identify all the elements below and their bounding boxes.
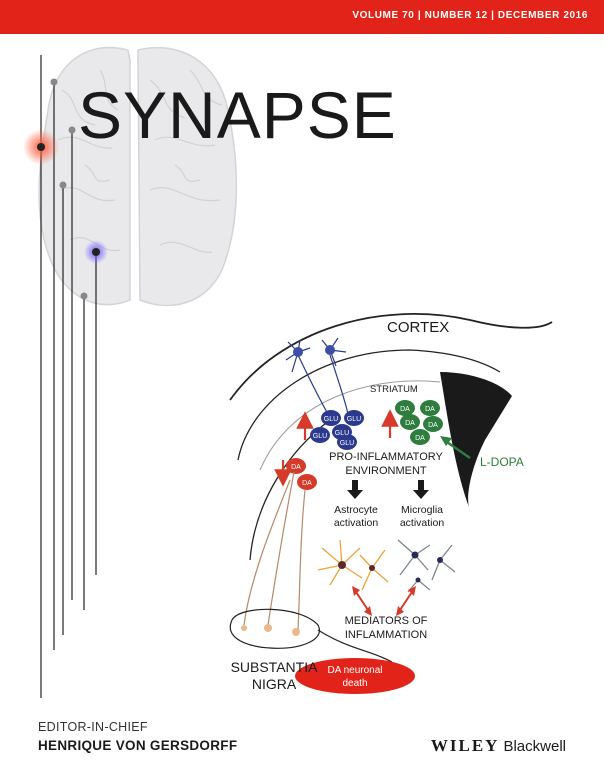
editor-in-chief-label: EDITOR-IN-CHIEF: [38, 720, 148, 734]
astrocyte-label-1: Astrocyte: [334, 504, 378, 516]
neuronal-death-label-2: death: [342, 678, 367, 689]
substantia-nigra-label-1: SUBSTANTIA: [231, 659, 319, 675]
activation-arrows: [347, 480, 429, 499]
glu-label: GLU: [335, 430, 349, 437]
astrocytes: [317, 539, 389, 591]
da-label: DA: [405, 420, 415, 427]
substantia-nigra-label-2: NIGRA: [252, 676, 297, 692]
header-bar: VOLUME 70 | NUMBER 12 | DECEMBER 2016: [0, 0, 604, 34]
ldopa-label: L-DOPA: [480, 455, 524, 469]
striatum-label: STRIATUM: [370, 384, 418, 395]
da-label: DA: [291, 464, 301, 471]
microglia-label-2: activation: [400, 517, 445, 529]
glu-label: GLU: [313, 433, 327, 440]
glu-cluster: GLU GLU GLU GLU GLU: [310, 410, 364, 450]
cortical-neurons: [285, 337, 349, 415]
issue-line: VOLUME 70 | NUMBER 12 | DECEMBER 2016: [352, 10, 588, 21]
environment-label-1: PRO-INFLAMMATORY: [329, 451, 443, 463]
astrocyte-label-2: activation: [334, 517, 379, 529]
da-label: DA: [302, 480, 312, 487]
publisher-blackwell: Blackwell: [503, 738, 566, 755]
glu-label: GLU: [347, 416, 361, 423]
da-label: DA: [400, 406, 410, 413]
da-cluster-red: DA DA: [286, 458, 317, 490]
mediators-label-1: MEDIATORS OF: [345, 615, 428, 627]
journal-title: SYNAPSE: [78, 78, 397, 152]
neuronal-death-label-1: DA neuronal: [327, 665, 382, 676]
environment-label-2: ENVIRONMENT: [345, 465, 427, 477]
mediators-label-2: INFLAMMATION: [345, 629, 427, 641]
glu-label: GLU: [340, 440, 354, 447]
nigrostriatal-axons: [243, 471, 306, 631]
brain-illustration: [38, 46, 238, 307]
nigral-neurons: [241, 624, 300, 636]
mediator-arrows: [355, 591, 413, 611]
da-cluster-green: DA DA DA DA DA: [395, 400, 443, 445]
electrode-lines: [40, 55, 97, 698]
increase-arrows: [274, 409, 399, 487]
da-label: DA: [415, 435, 425, 442]
da-label: DA: [428, 422, 438, 429]
publisher-wiley: WILEY: [430, 736, 500, 755]
microglia-label-1: Microglia: [401, 504, 443, 516]
editor-in-chief-name: HENRIQUE VON GERSDORFF: [38, 738, 238, 753]
cortex-label: CORTEX: [387, 319, 449, 336]
electrode-tips: [23, 78, 108, 300]
substantia-nigra-outline: [229, 608, 321, 649]
neuronal-death-badge: [295, 658, 415, 694]
ldopa-arrow: [443, 438, 471, 460]
microglia: [397, 539, 456, 593]
da-label: DA: [425, 406, 435, 413]
glu-label: GLU: [324, 416, 338, 423]
